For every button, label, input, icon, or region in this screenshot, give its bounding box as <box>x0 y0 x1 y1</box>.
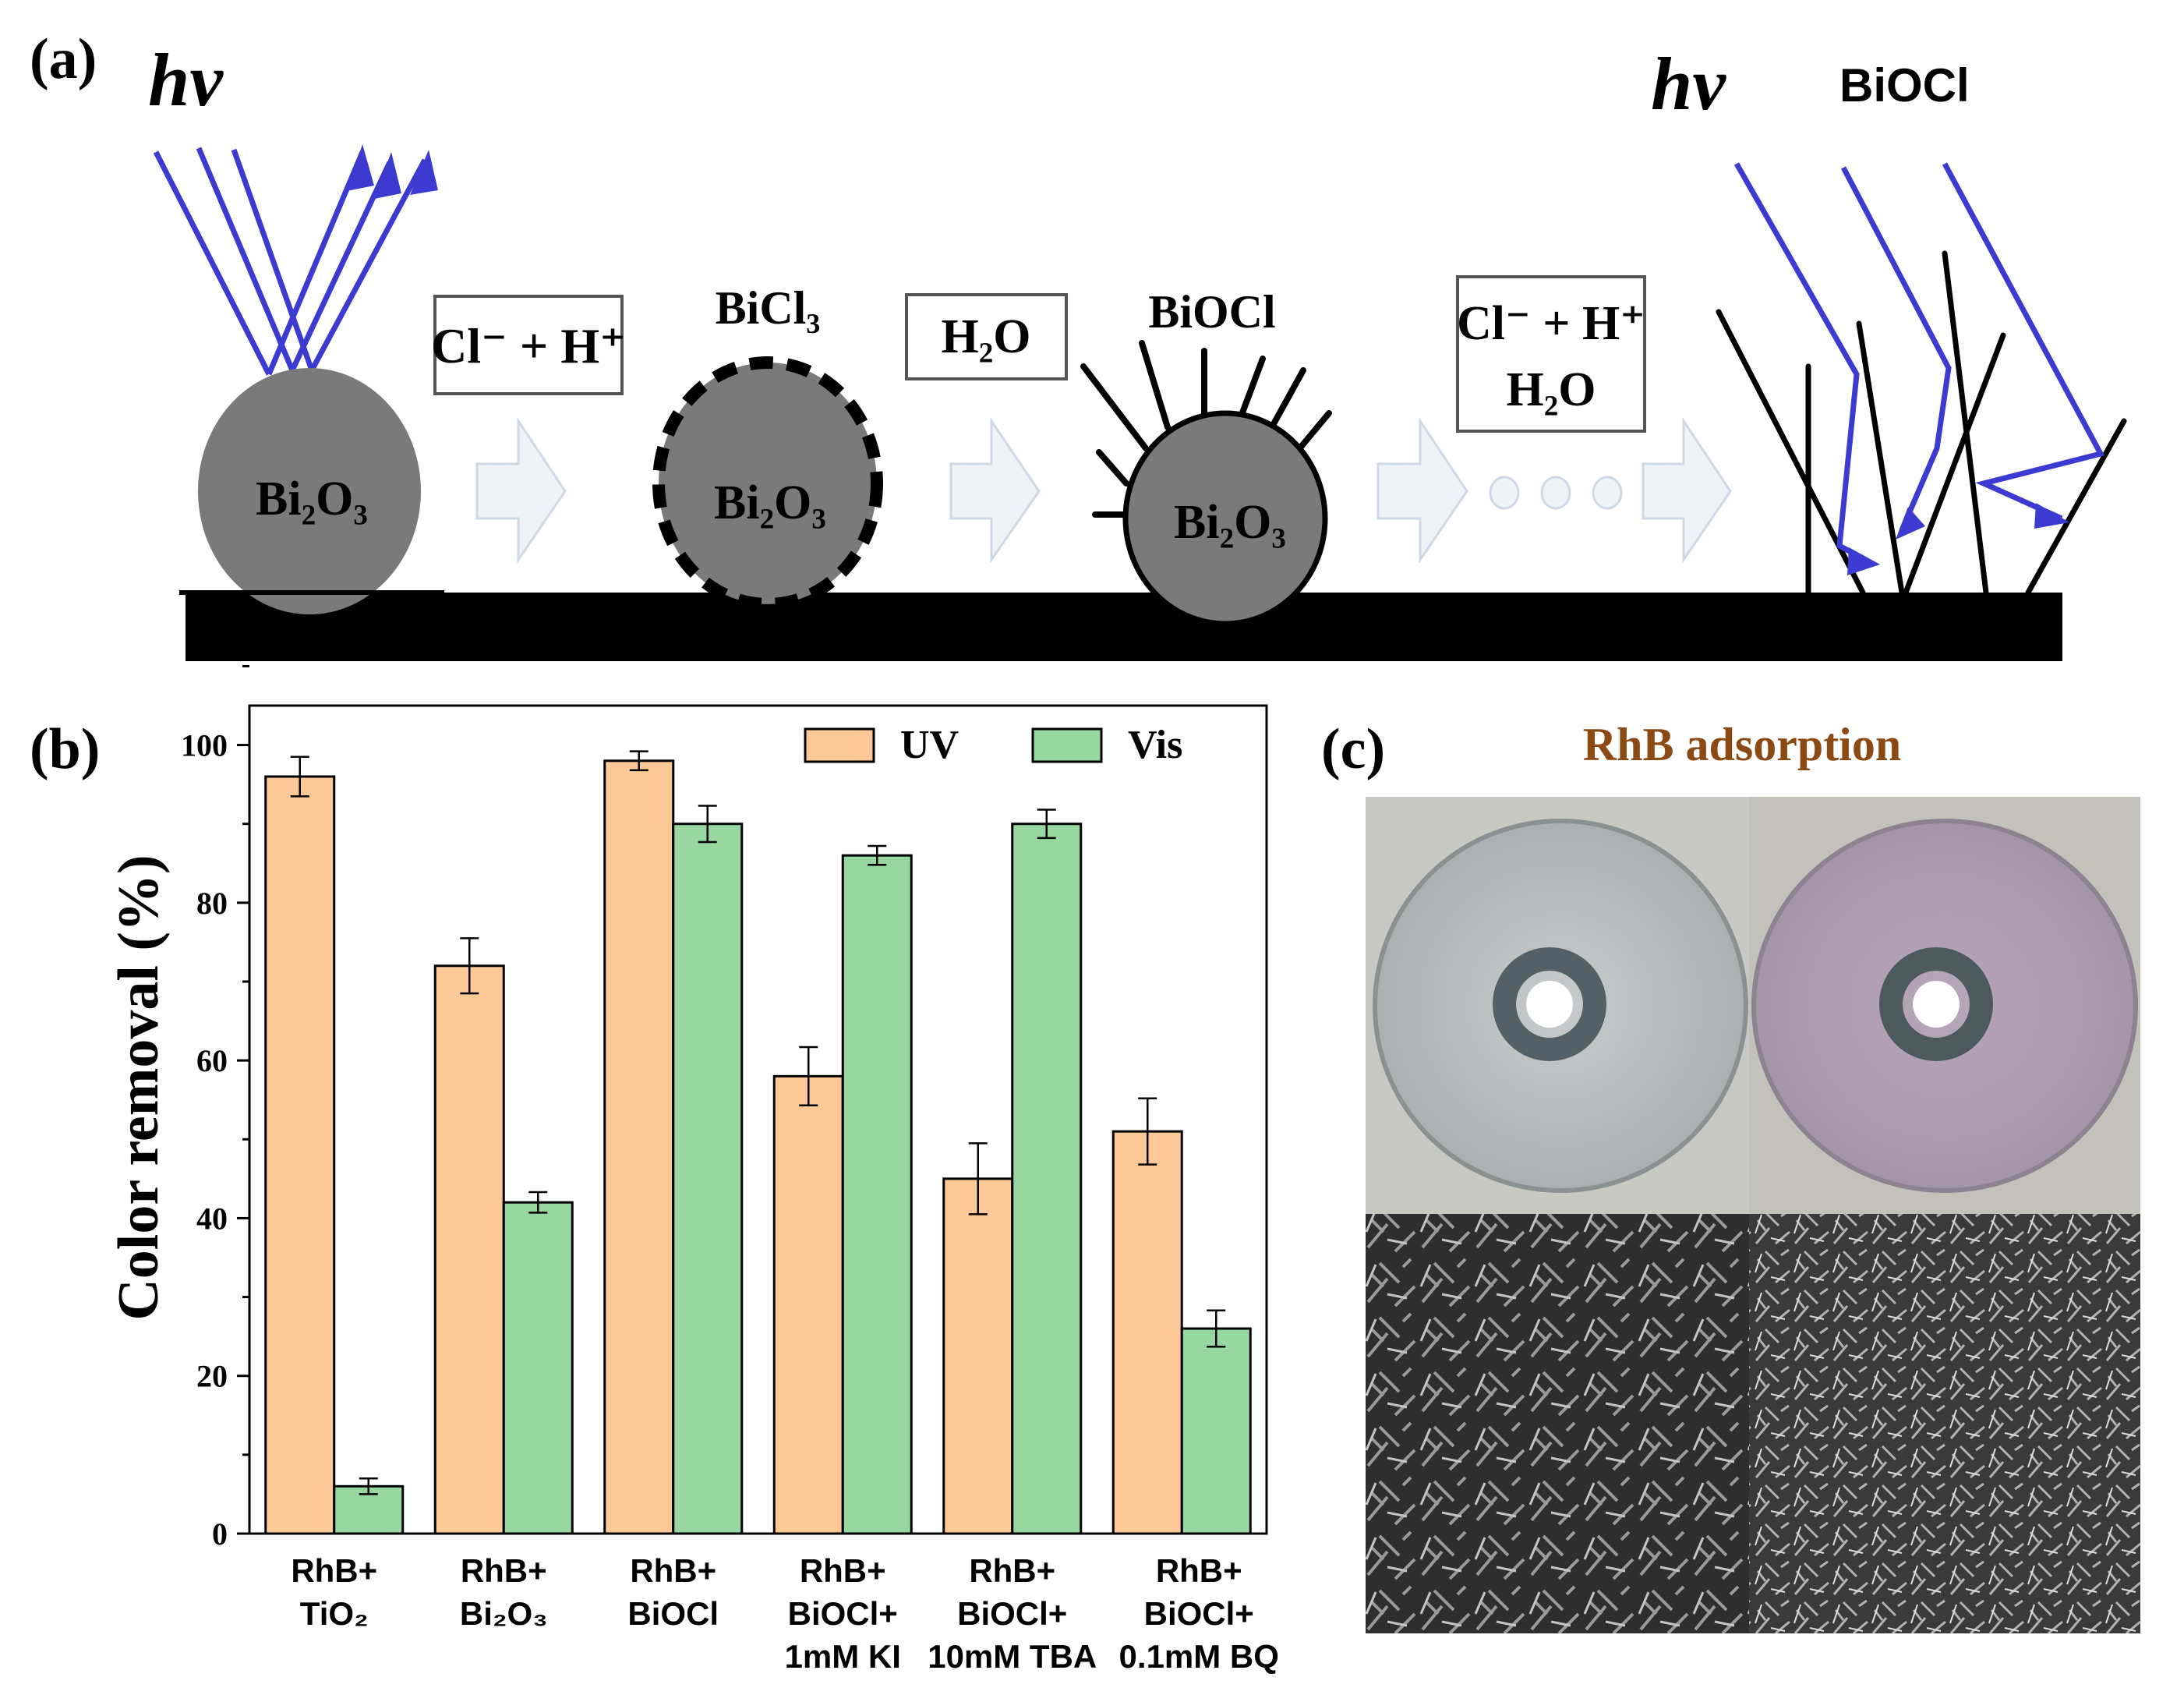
bar-uv <box>942 1177 1014 1535</box>
reagent-box-cl-h <box>433 295 624 395</box>
bar-vis <box>672 823 744 1535</box>
bicl3-coated-particle <box>652 356 883 610</box>
reagent-h2o-label: H₂O <box>941 310 1030 363</box>
x-category-label: 1mM KI <box>785 1638 901 1675</box>
x-category-label: TiO₂ <box>300 1595 369 1632</box>
hv-left-label: hv <box>148 38 224 122</box>
process-arrow-1 <box>475 417 567 564</box>
sem-image-left <box>1366 1214 1749 1633</box>
center-hole-left <box>1526 981 1573 1028</box>
y-tick-label: 40 <box>196 1201 228 1236</box>
bar-uv <box>433 964 505 1535</box>
bar-vis <box>841 854 913 1535</box>
panel-c: (c) RhB adsorption <box>1321 717 2140 1633</box>
x-category-label: RhB+ <box>800 1552 886 1589</box>
bi2o3-label-3: Bi₂O₃ <box>1174 496 1286 549</box>
panel-a: (a) hv hv BiOCl Bi₂O₃ Cl⁻ + H⁺ <box>30 27 2127 661</box>
bar-vis <box>502 1201 574 1535</box>
y-tick-label: 0 <box>212 1516 228 1552</box>
plot-frame <box>248 704 1268 1535</box>
bar-uv <box>603 759 675 1535</box>
center-ring-left <box>1493 947 1606 1061</box>
panel-c-label: (c) <box>1321 717 1385 781</box>
bar-uv <box>772 1074 844 1535</box>
process-arrow-4 <box>1642 417 1732 564</box>
trapped-light-rays <box>1733 162 2105 566</box>
bi2o3-particle <box>198 368 421 614</box>
bar-uv <box>1111 1130 1183 1535</box>
x-category-label: RhB+ <box>1156 1552 1242 1589</box>
x-category-label: BiOCl+ <box>788 1595 898 1632</box>
y-axis-label: Color removal (%) <box>107 855 171 1320</box>
ray-arrowheads <box>347 144 438 199</box>
continuation-dots <box>1489 476 1623 510</box>
y-tick-label: 60 <box>196 1043 228 1078</box>
reagent-box-cl-h-h2o <box>1456 275 1646 433</box>
x-category-label: BiOCl+ <box>1144 1595 1254 1632</box>
process-arrow-2 <box>949 417 1041 564</box>
reagent-box-h2o <box>905 293 1068 380</box>
hv-right-label: hv <box>1651 42 1726 126</box>
x-category-label: BiOCl <box>627 1595 719 1632</box>
x-category-label: RhB+ <box>291 1552 377 1589</box>
substrate <box>186 593 2062 661</box>
sem-image-right <box>1749 1214 2140 1633</box>
y-tick-label: 20 <box>196 1359 228 1394</box>
legend-swatch-uv <box>804 727 875 763</box>
reagent-cl-h-label-2: Cl⁻ + H⁺ <box>1457 297 1645 350</box>
legend-label-vis: Vis <box>1128 723 1182 767</box>
panel-b-label: (b) <box>30 717 100 781</box>
x-category-label: 0.1mM BQ <box>1119 1638 1279 1675</box>
biocl-nanosheet-array <box>1716 250 2127 596</box>
y-tick-label: 100 <box>181 728 228 763</box>
biocl-mid-label: BiOCl <box>1148 286 1275 338</box>
bi2o3-label: Bi₂O₃ <box>256 472 368 525</box>
reagent-cl-h-label: Cl⁻ + H⁺ <box>431 318 626 373</box>
process-arrow-3 <box>1376 417 1468 564</box>
x-category-label: Bi₂O₃ <box>460 1595 548 1632</box>
legend-label-uv: UV <box>900 723 959 767</box>
bar-uv <box>264 775 336 1535</box>
x-category-label: RhB+ <box>969 1552 1055 1589</box>
x-category-label: RhB+ <box>461 1552 547 1589</box>
bar-vis <box>1180 1327 1252 1535</box>
panel-a-label: (a) <box>30 27 97 91</box>
bicl3-label: BiCl₃ <box>716 282 821 334</box>
trapped-ray-arrowheads <box>1847 503 2069 575</box>
rhb-adsorption-title: RhB adsorption <box>1583 719 1901 770</box>
x-category-label: 10mM TBA <box>928 1638 1097 1675</box>
center-ring-right <box>1879 947 1993 1061</box>
biocl-covered-particle <box>1122 410 1328 627</box>
reagent-h2o-label-2: H₂O <box>1506 363 1596 416</box>
y-tick-label: 80 <box>196 886 228 921</box>
reflected-light-rays <box>153 147 428 376</box>
center-hole-right <box>1913 981 1960 1028</box>
x-category-label: RhB+ <box>630 1552 716 1589</box>
x-category-label: BiOCl+ <box>957 1595 1067 1632</box>
bi2o3-label-2: Bi₂O₃ <box>714 476 826 529</box>
bar-vis <box>1011 823 1083 1535</box>
biocl-top-label: BiOCl <box>1839 59 1970 111</box>
legend-swatch-vis <box>1031 727 1103 763</box>
